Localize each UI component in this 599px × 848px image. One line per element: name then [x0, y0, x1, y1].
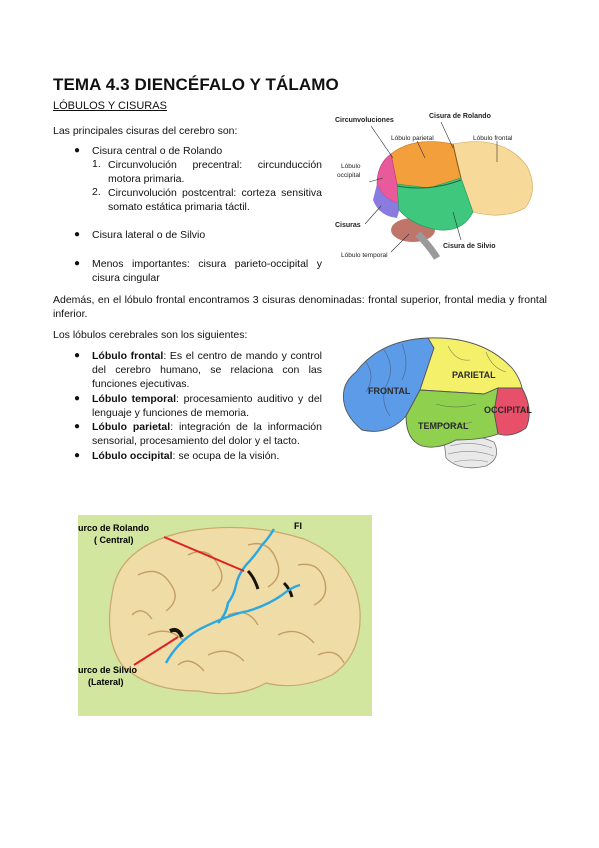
bullet-icon: ● — [74, 258, 81, 269]
list-item: Lóbulo frontal: Es el centro de mando y … — [92, 349, 322, 391]
figure-brain-lobulos: FRONTAL PARIETAL OCCIPITAL TEMPORAL — [342, 337, 532, 469]
label-parietal: PARIETAL — [452, 370, 496, 380]
label-lobulo-parietal: Lóbulo parietal — [391, 135, 434, 142]
label-circunvoluciones: Circunvoluciones — [335, 117, 394, 124]
list-item: Lóbulo temporal: procesamiento auditivo … — [92, 392, 322, 420]
lobulos-intro: Los lóbulos cerebrales son los siguiente… — [53, 329, 248, 341]
lateral-sulcus-line — [164, 583, 301, 664]
label-fl: Fl — [294, 521, 302, 531]
figure-brain-cisuras: Circunvoluciones Cisura de Rolando Lóbul… — [335, 113, 533, 260]
temporal-lobe-shape — [396, 177, 474, 231]
section-heading: LÓBULOS Y CISURAS — [53, 100, 167, 112]
bullet-icon: ● — [74, 450, 81, 461]
pointer-line — [368, 177, 384, 183]
figure-brain-surcos: Surco de Rolando ( Central) Fl Surco de … — [78, 515, 372, 716]
pointer-line — [370, 125, 394, 159]
label-lobulo-occipital: occipital — [337, 172, 361, 179]
lobe-desc: : procesamiento auditivo y del lenguaje … — [92, 393, 322, 419]
dark-sulcus — [169, 627, 184, 638]
label-cisuras: Cisuras — [335, 222, 361, 229]
label-temporal: TEMPORAL — [418, 421, 469, 431]
label-cisura-silvio: Cisura de Silvio — [443, 243, 496, 250]
list-item: Circunvolución postcentral: corteza sens… — [108, 187, 322, 213]
frontal-lobe-shape — [452, 141, 533, 216]
intro-text: Las principales cisuras del cerebro son: — [53, 125, 238, 137]
frontal-paragraph: Además, en el lóbulo frontal encontramos… — [53, 294, 547, 320]
list-item: Circunvolución precentral: circunducción… — [108, 159, 322, 185]
bullet-icon: ● — [74, 229, 81, 240]
bullet-icon: ● — [74, 393, 81, 404]
bullet-icon: ● — [74, 145, 81, 156]
label-lobulo-occipital: Lóbulo — [341, 163, 361, 170]
gyri-texture — [131, 542, 345, 672]
lobe-desc: : integración de la información sensoria… — [92, 421, 322, 447]
list-item: Cisura central o de Rolando — [92, 145, 223, 157]
list-item: Menos importantes: cisura parieto-occipi… — [92, 258, 322, 284]
frontal-lobe-shape — [342, 337, 435, 432]
pointer-line — [364, 205, 382, 225]
lobe-desc: : Es el centro de mando y control del ce… — [92, 350, 322, 390]
list-item: Cisura lateral o de Silvio — [92, 229, 206, 241]
label-surco-silvio-sub: (Lateral) — [88, 677, 124, 687]
pointer-line-rolando — [163, 536, 245, 572]
pointer-line — [452, 211, 462, 241]
silvio-sulcus-line — [396, 179, 462, 189]
central-sulcus-line — [217, 528, 276, 624]
posterior-lobe-shape — [373, 184, 401, 218]
gyri-lines — [365, 343, 507, 426]
cerebellum-folds — [447, 443, 495, 463]
lobe-name: Lóbulo temporal — [92, 393, 177, 405]
label-surco-rolando: Surco de Rolando — [78, 523, 150, 533]
parietal-lobe-shape — [419, 337, 523, 395]
pointer-line — [390, 233, 410, 253]
temporal-lobe-shape — [405, 387, 499, 448]
pointer-line — [416, 140, 426, 159]
label-frontal: FRONTAL — [368, 386, 411, 396]
list-number: 2. — [92, 186, 101, 198]
rolando-sulcus-line — [452, 143, 462, 179]
label-occipital: OCCIPITAL — [484, 405, 532, 415]
bullet-icon: ● — [74, 350, 81, 361]
brain-shape — [108, 526, 361, 695]
label-surco-rolando-sub: ( Central) — [94, 535, 134, 545]
lobe-name: Lóbulo parietal — [92, 421, 171, 433]
pointer-line-silvio — [133, 636, 179, 666]
lobe-name: Lóbulo frontal — [92, 350, 164, 362]
bullet-icon: ● — [74, 421, 81, 432]
brainstem-shape — [415, 231, 441, 260]
page-title: TEMA 4.3 DIENCÉFALO Y TÁLAMO — [53, 75, 339, 94]
pointer-line — [440, 121, 454, 149]
label-cisura-rolando: Cisura de Rolando — [429, 113, 491, 120]
lobe-desc: : se ocupa de la visión. — [172, 450, 280, 462]
list-item: Lóbulo parietal: integración de la infor… — [92, 420, 322, 448]
dark-sulcus — [246, 569, 260, 590]
label-surco-silvio: Surco de Silvio — [78, 665, 138, 675]
lobe-name: Lóbulo occipital — [92, 450, 173, 462]
label-lobulo-temporal: Lóbulo temporal — [341, 252, 388, 259]
list-item: Lóbulo occipital: se ocupa de la visión. — [92, 449, 279, 463]
list-number: 1. — [92, 158, 101, 170]
label-lobulo-frontal: Lóbulo frontal — [473, 135, 513, 142]
